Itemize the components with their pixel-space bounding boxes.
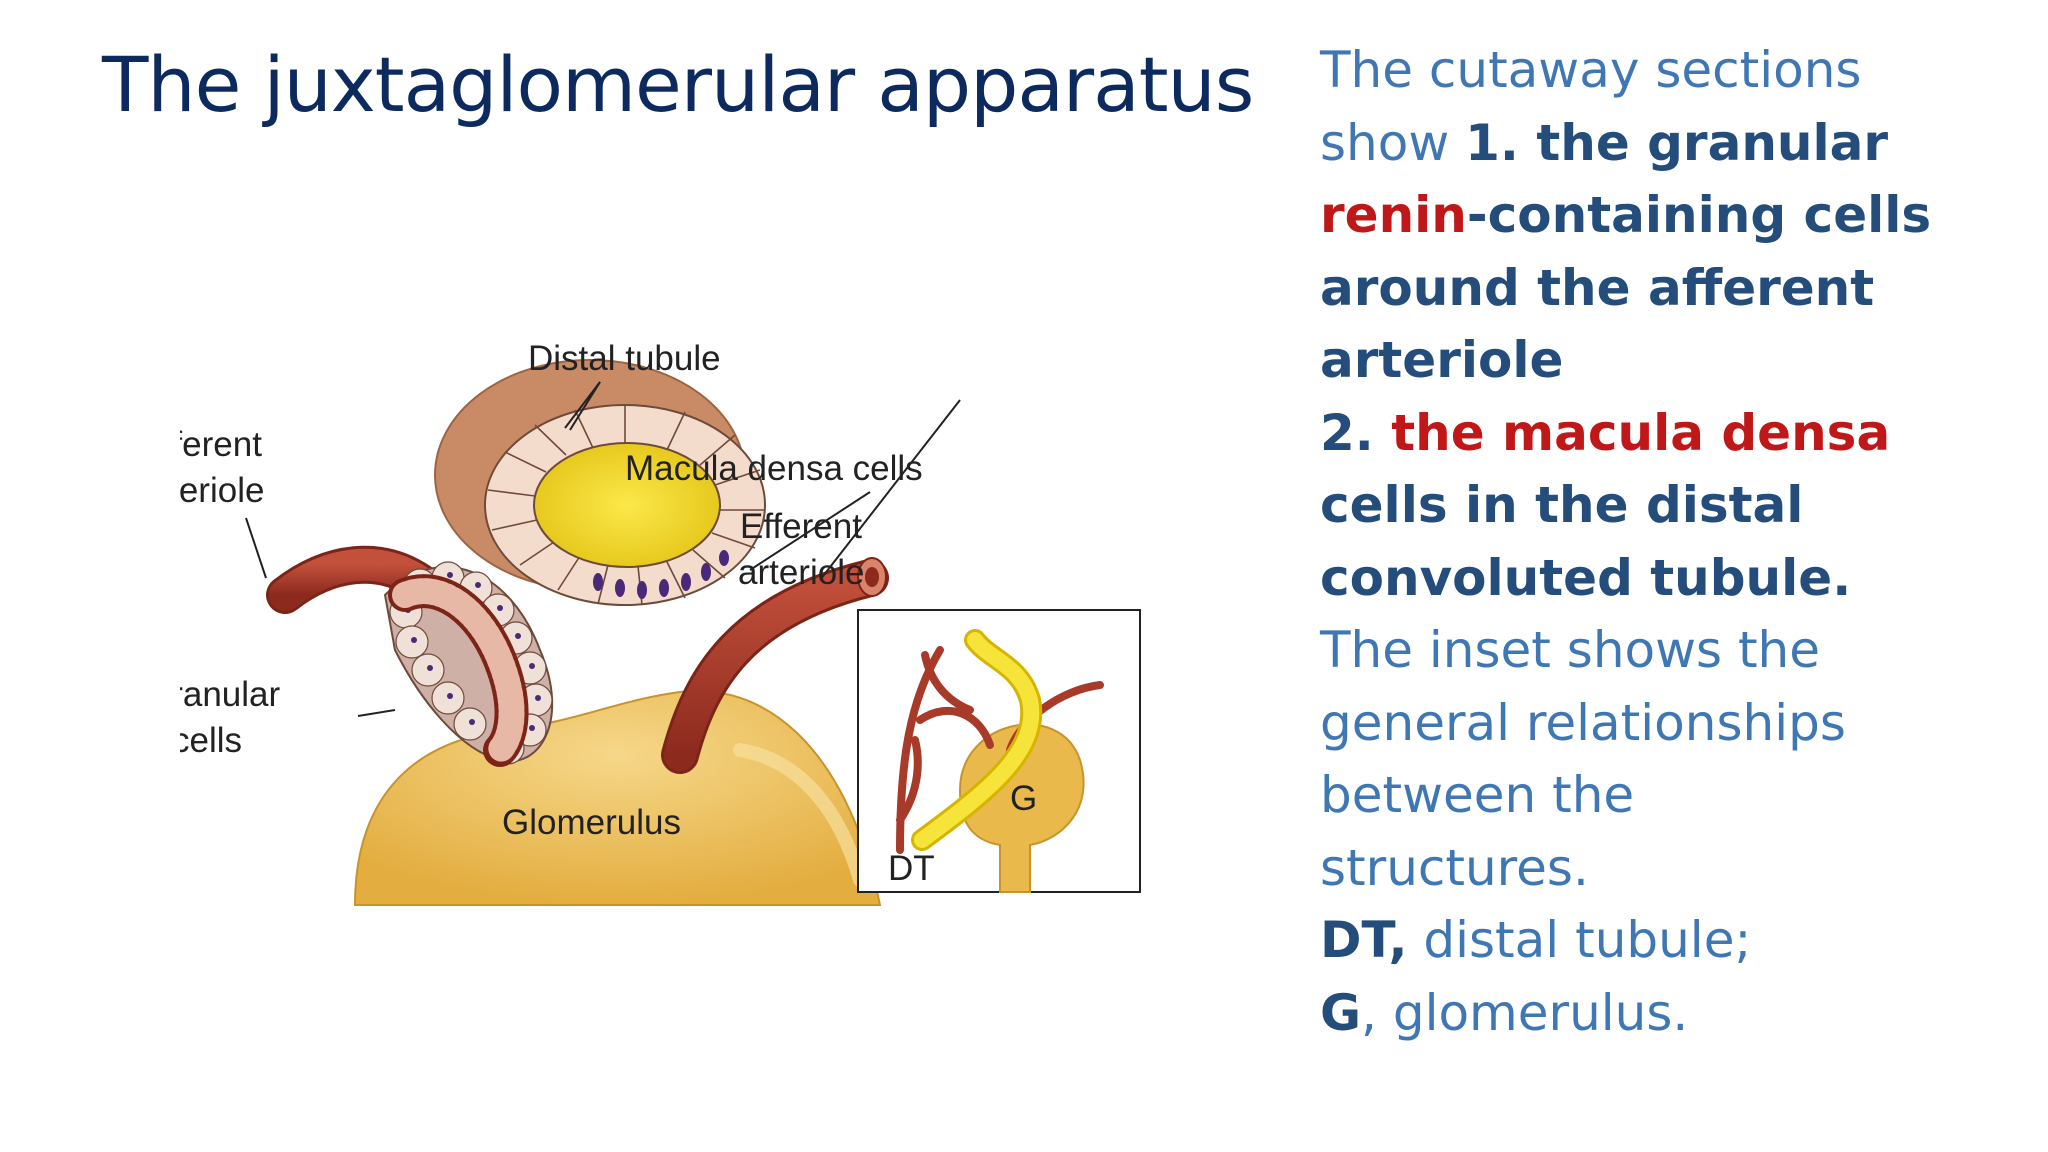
inset-box: [857, 609, 1141, 893]
label-afferent-1: Afferent: [180, 425, 262, 464]
notes-line-11: between the: [1320, 766, 1635, 824]
label-efferent-1: Efferent: [740, 507, 862, 546]
notes-line-12: structures.: [1320, 838, 1589, 897]
macula-densa-nuclei: [593, 550, 729, 599]
jga-diagram-svg: Distal tubule Afferent arteriole Macula …: [180, 339, 1141, 906]
notes-line-3: renin-containing cells: [1320, 186, 1932, 244]
notes-line-7: cells in the distal: [1320, 476, 1804, 534]
label-afferent-2: arteriole: [180, 471, 264, 510]
notes-line-4: around the afferent: [1320, 258, 1875, 317]
label-inset-g: G: [1010, 779, 1037, 818]
notes-line-14: G, glomerulus.: [1320, 983, 1689, 1042]
label-glomerulus: Glomerulus: [502, 803, 681, 842]
leader-lines: [245, 381, 961, 717]
slide-title: The juxtaglomerular apparatus: [102, 40, 1254, 129]
notes-line-5: arteriole: [1320, 331, 1564, 389]
notes-line-1: The cutaway sections: [1320, 41, 1862, 99]
notes-text: The cutaway sections show 1. the granula…: [1320, 34, 2020, 1049]
jga-diagram: Distal tubule Afferent arteriole Macula …: [180, 320, 1150, 920]
label-distal-tubule: Distal tubule: [528, 339, 721, 378]
notes-line-10: general relationships: [1320, 693, 1846, 752]
label-macula-densa: Macula densa cells: [625, 449, 923, 488]
notes-line-2: show 1. the granular: [1320, 113, 1889, 172]
label-granular-2: cells: [180, 721, 242, 760]
notes-line-8: convoluted tubule.: [1320, 548, 1852, 607]
granular-cells-cluster: [383, 561, 554, 767]
notes-line-6: 2. the macula densa: [1320, 403, 1891, 462]
notes-line-13: DT, distal tubule;: [1320, 911, 1752, 969]
afferent-arteriole: [266, 545, 439, 614]
notes-line-9: The inset shows the: [1320, 621, 1820, 679]
label-inset-dt: DT: [888, 849, 935, 888]
label-granular-1: Granular: [180, 675, 281, 714]
efferent-arteriole: [661, 557, 889, 774]
label-efferent-2: arteriole: [738, 553, 864, 592]
distal-tubule-cut-face: [484, 404, 766, 606]
glomerulus-shape: [353, 689, 882, 906]
glomerulus-highlight: [733, 743, 867, 887]
